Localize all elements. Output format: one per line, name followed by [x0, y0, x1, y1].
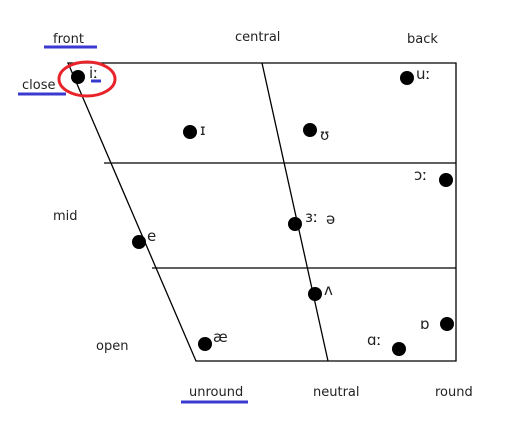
- row-label-close: close: [22, 78, 55, 93]
- vowel-dot-ae: [198, 337, 212, 351]
- vowel-dot-open-back-rounded: [440, 317, 454, 331]
- vowel-dot-i-long: [71, 70, 85, 84]
- vowel-trapezoid: [67, 62, 457, 362]
- vowel-symbol-open-back-long: ɑː: [367, 331, 382, 349]
- vowel-symbol-u-long: uː: [416, 65, 431, 83]
- column-label-back: back: [407, 32, 438, 47]
- vowel-symbol-near-close-front: ɪ: [200, 121, 206, 139]
- divider-central: [261, 62, 329, 362]
- bottom-label-unround: unround: [189, 385, 243, 400]
- column-label-front: front: [53, 32, 84, 47]
- vowel-symbol-ae: æ: [213, 328, 228, 346]
- vowel-dot-open-back-long: [392, 342, 406, 356]
- vowel-dot-wedge: [308, 287, 322, 301]
- bottom-label-neutral: neutral: [313, 385, 360, 400]
- vowel-symbol-mid-central-long: ɜː: [305, 208, 318, 226]
- vowel-dot-near-close-back: [303, 123, 317, 137]
- vowel-symbol-near-close-back: ʊ: [320, 126, 329, 144]
- bottom-label-round: round: [435, 385, 473, 400]
- vowel-dot-u-long: [400, 71, 414, 85]
- vowel-symbol-wedge: ʌ: [324, 281, 333, 299]
- vowel-symbol-open-back-rounded: ɒ: [420, 315, 430, 333]
- highlight-circle: [57, 60, 117, 98]
- row-label-open: open: [96, 339, 128, 354]
- vowel-symbol-open-mid-back-long: ɔː: [414, 166, 427, 184]
- vowel-symbol-i-long: iː: [89, 64, 98, 82]
- vowel-symbol-e: e: [147, 227, 156, 245]
- column-label-central: central: [235, 30, 280, 45]
- vowel-symbol-schwa: ə: [326, 210, 335, 228]
- row-label-mid: mid: [53, 209, 78, 224]
- vowel-dot-open-mid-back-long: [439, 173, 453, 187]
- vowel-dot-e: [132, 235, 146, 249]
- vowel-dot-mid-central-long: [288, 217, 302, 231]
- vowel-dot-near-close-front: [183, 125, 197, 139]
